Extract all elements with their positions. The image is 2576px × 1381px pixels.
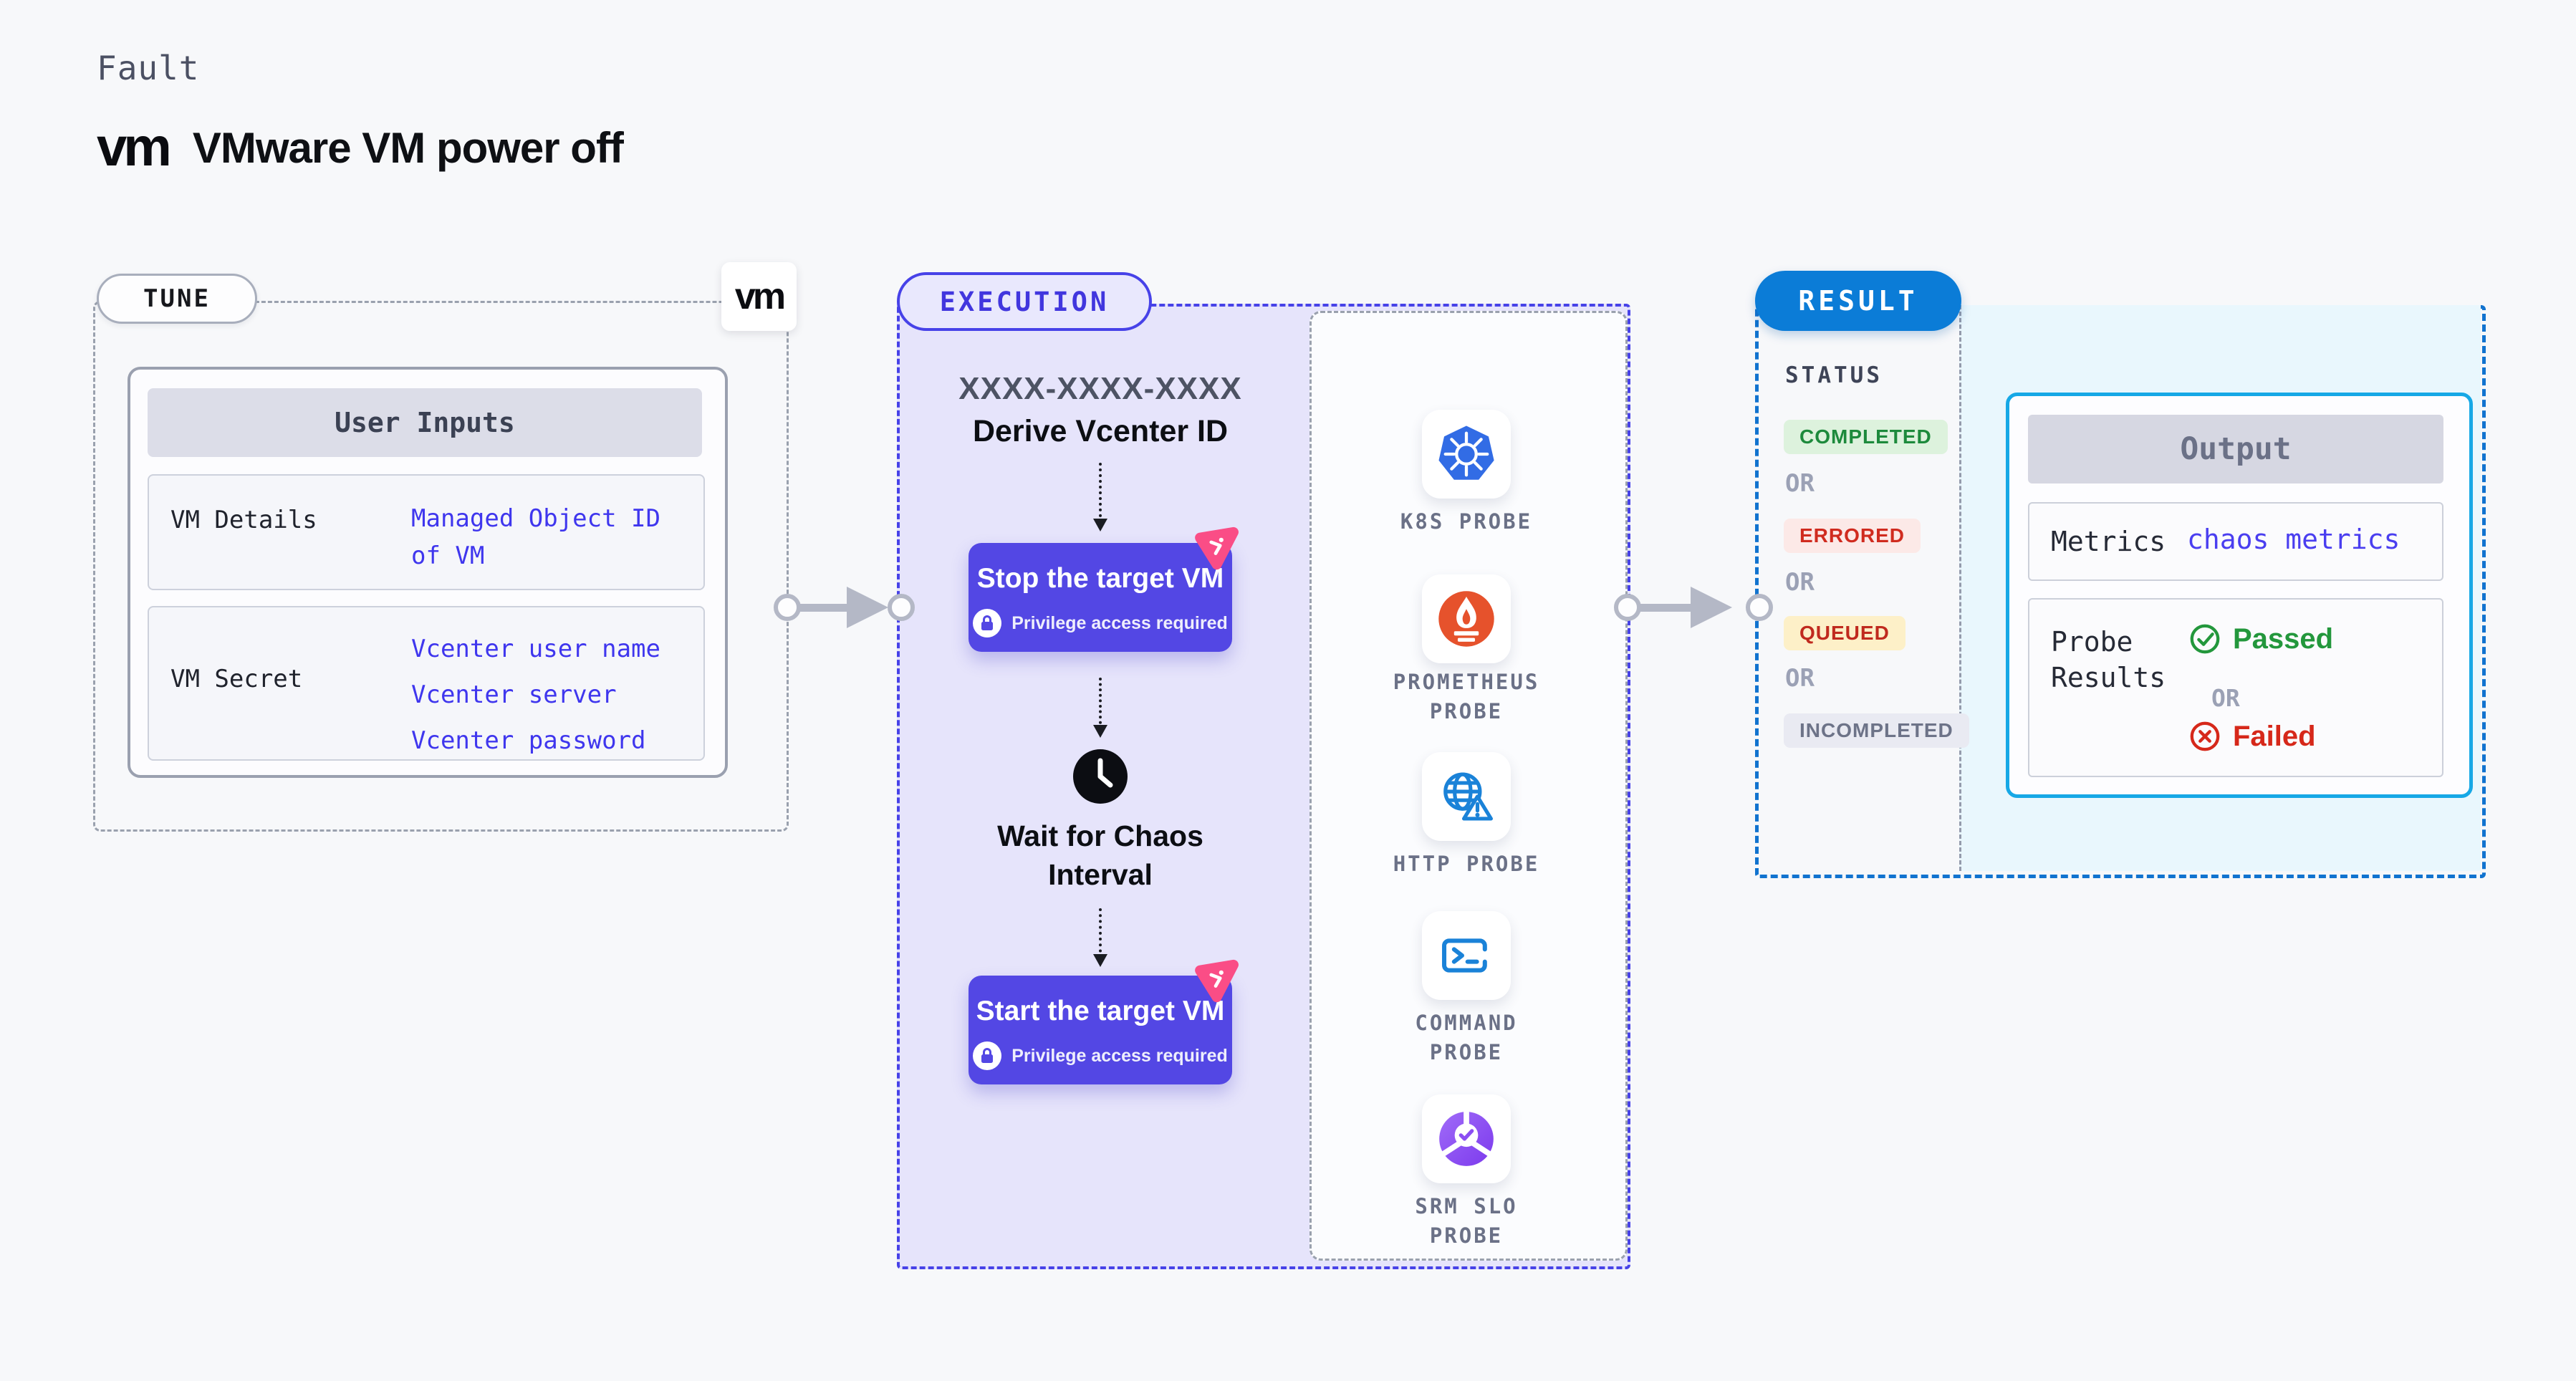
probe-label: PROMETHEUS PROBE — [1393, 670, 1540, 723]
connector-start-ring — [1614, 594, 1641, 621]
privilege-note: Privilege access required — [1011, 1045, 1228, 1066]
flow-arrow-icon — [1093, 463, 1107, 531]
probe-results-row: Probe Results Passed OR Failed — [2028, 598, 2443, 777]
probe-label: HTTP PROBE — [1393, 852, 1540, 876]
vm-secret-label: VM Secret — [170, 665, 303, 693]
probe-results-label: Probe Results — [2051, 626, 2166, 693]
or-separator: OR — [1785, 568, 1815, 597]
failed-verdict: Failed — [2188, 720, 2316, 753]
or-separator: OR — [2211, 684, 2240, 712]
derive-vcenter-label: Derive Vcenter ID — [972, 414, 1229, 448]
clock-icon — [1072, 748, 1129, 805]
tune-section — [93, 301, 789, 832]
or-separator: OR — [1785, 469, 1815, 498]
vm-secret-row: VM Secret Vcenter user name Vcenter serv… — [148, 606, 705, 761]
connector-arrowhead-icon — [1691, 587, 1732, 628]
check-circle-icon — [2190, 624, 2220, 654]
metrics-value: chaos metrics — [2187, 524, 2400, 555]
execution-badge: EXECUTION — [897, 272, 1152, 331]
probe-label: COMMAND PROBE — [1415, 1011, 1518, 1064]
vm-details-label: VM Details — [170, 506, 317, 534]
probe-label: SRM SLO PROBE — [1415, 1194, 1518, 1248]
http-probe-card — [1422, 752, 1511, 841]
status-heading: STATUS — [1785, 362, 1883, 388]
page-title: VMware VM power off — [192, 123, 624, 172]
command-probe-card — [1422, 911, 1511, 1000]
metrics-label: Metrics — [2051, 526, 2166, 557]
passed-verdict: Passed — [2188, 622, 2333, 655]
output-card: Output Metrics chaos metrics Probe Resul… — [2006, 393, 2473, 798]
connector-arrowhead-icon — [847, 587, 888, 628]
vmware-logo: vm — [97, 117, 172, 178]
privilege-row: Privilege access required — [969, 609, 1232, 637]
lock-icon — [973, 1041, 1002, 1070]
fault-eyebrow: Fault — [97, 49, 200, 87]
result-badge: RESULT — [1755, 271, 1961, 331]
page-title-row: vm VMware VM power off — [97, 117, 624, 178]
privilege-note: Privilege access required — [1011, 612, 1228, 633]
status-errored-badge: ERRORED — [1784, 519, 1921, 553]
connector-end-ring — [888, 594, 915, 621]
status-incompleted-badge: INCOMPLETED — [1784, 713, 1969, 748]
wait-chaos-label-line1: Wait for Chaos — [997, 819, 1203, 852]
kubernetes-icon — [1438, 425, 1494, 480]
connector-end-ring — [1746, 594, 1773, 621]
status-completed-badge: COMPLETED — [1784, 420, 1948, 454]
or-separator: OR — [1785, 664, 1815, 693]
lock-icon — [973, 609, 1002, 637]
user-inputs-header: User Inputs — [148, 388, 702, 457]
probe-label: K8S PROBE — [1400, 509, 1533, 534]
globe-alert-icon — [1443, 772, 1493, 821]
connector-line — [785, 604, 851, 612]
prometheus-probe-card — [1422, 574, 1511, 663]
slo-donut-check-icon — [1439, 1110, 1494, 1166]
stop-node-label: Stop the target VM — [976, 563, 1224, 594]
connector-start-ring — [774, 594, 801, 621]
vm-secret-values: Vcenter user name Vcenter server Vcenter… — [411, 635, 660, 755]
litmus-chaos-icon — [1195, 526, 1239, 570]
connector-line — [1626, 604, 1692, 612]
vm-details-row: VM Details Managed Object ID of VM — [148, 474, 705, 590]
srm-slo-probe-card — [1422, 1094, 1511, 1183]
status-queued-badge: QUEUED — [1784, 616, 1905, 650]
terminal-icon — [1442, 938, 1487, 973]
k8s-probe-card — [1422, 410, 1511, 499]
vmware-icon-box: vm — [721, 262, 797, 331]
start-target-vm-node: Start the target VM Privilege access req… — [969, 959, 1239, 1084]
start-node-label: Start the target VM — [976, 996, 1225, 1026]
derive-vcenter-code: XXXX-XXXX-XXXX — [958, 371, 1242, 406]
tune-badge: TUNE — [97, 274, 257, 324]
vmware-icon: vm — [734, 276, 786, 317]
x-circle-icon — [2190, 721, 2220, 751]
flow-arrow-icon — [1093, 908, 1107, 967]
output-header: Output — [2028, 415, 2443, 483]
wait-chaos-label-line2: Interval — [1048, 858, 1153, 891]
litmus-chaos-icon — [1195, 959, 1239, 1003]
vm-details-values: Managed Object ID of VM — [411, 504, 660, 570]
flow-arrow-icon — [1093, 678, 1107, 738]
privilege-row: Privilege access required — [969, 1041, 1232, 1070]
prometheus-icon — [1438, 591, 1494, 647]
metrics-row: Metrics chaos metrics — [2028, 502, 2443, 581]
user-inputs-card: User Inputs VM Details Managed Object ID… — [128, 367, 728, 778]
stop-target-vm-node: Stop the target VM Privilege access requ… — [969, 526, 1239, 652]
